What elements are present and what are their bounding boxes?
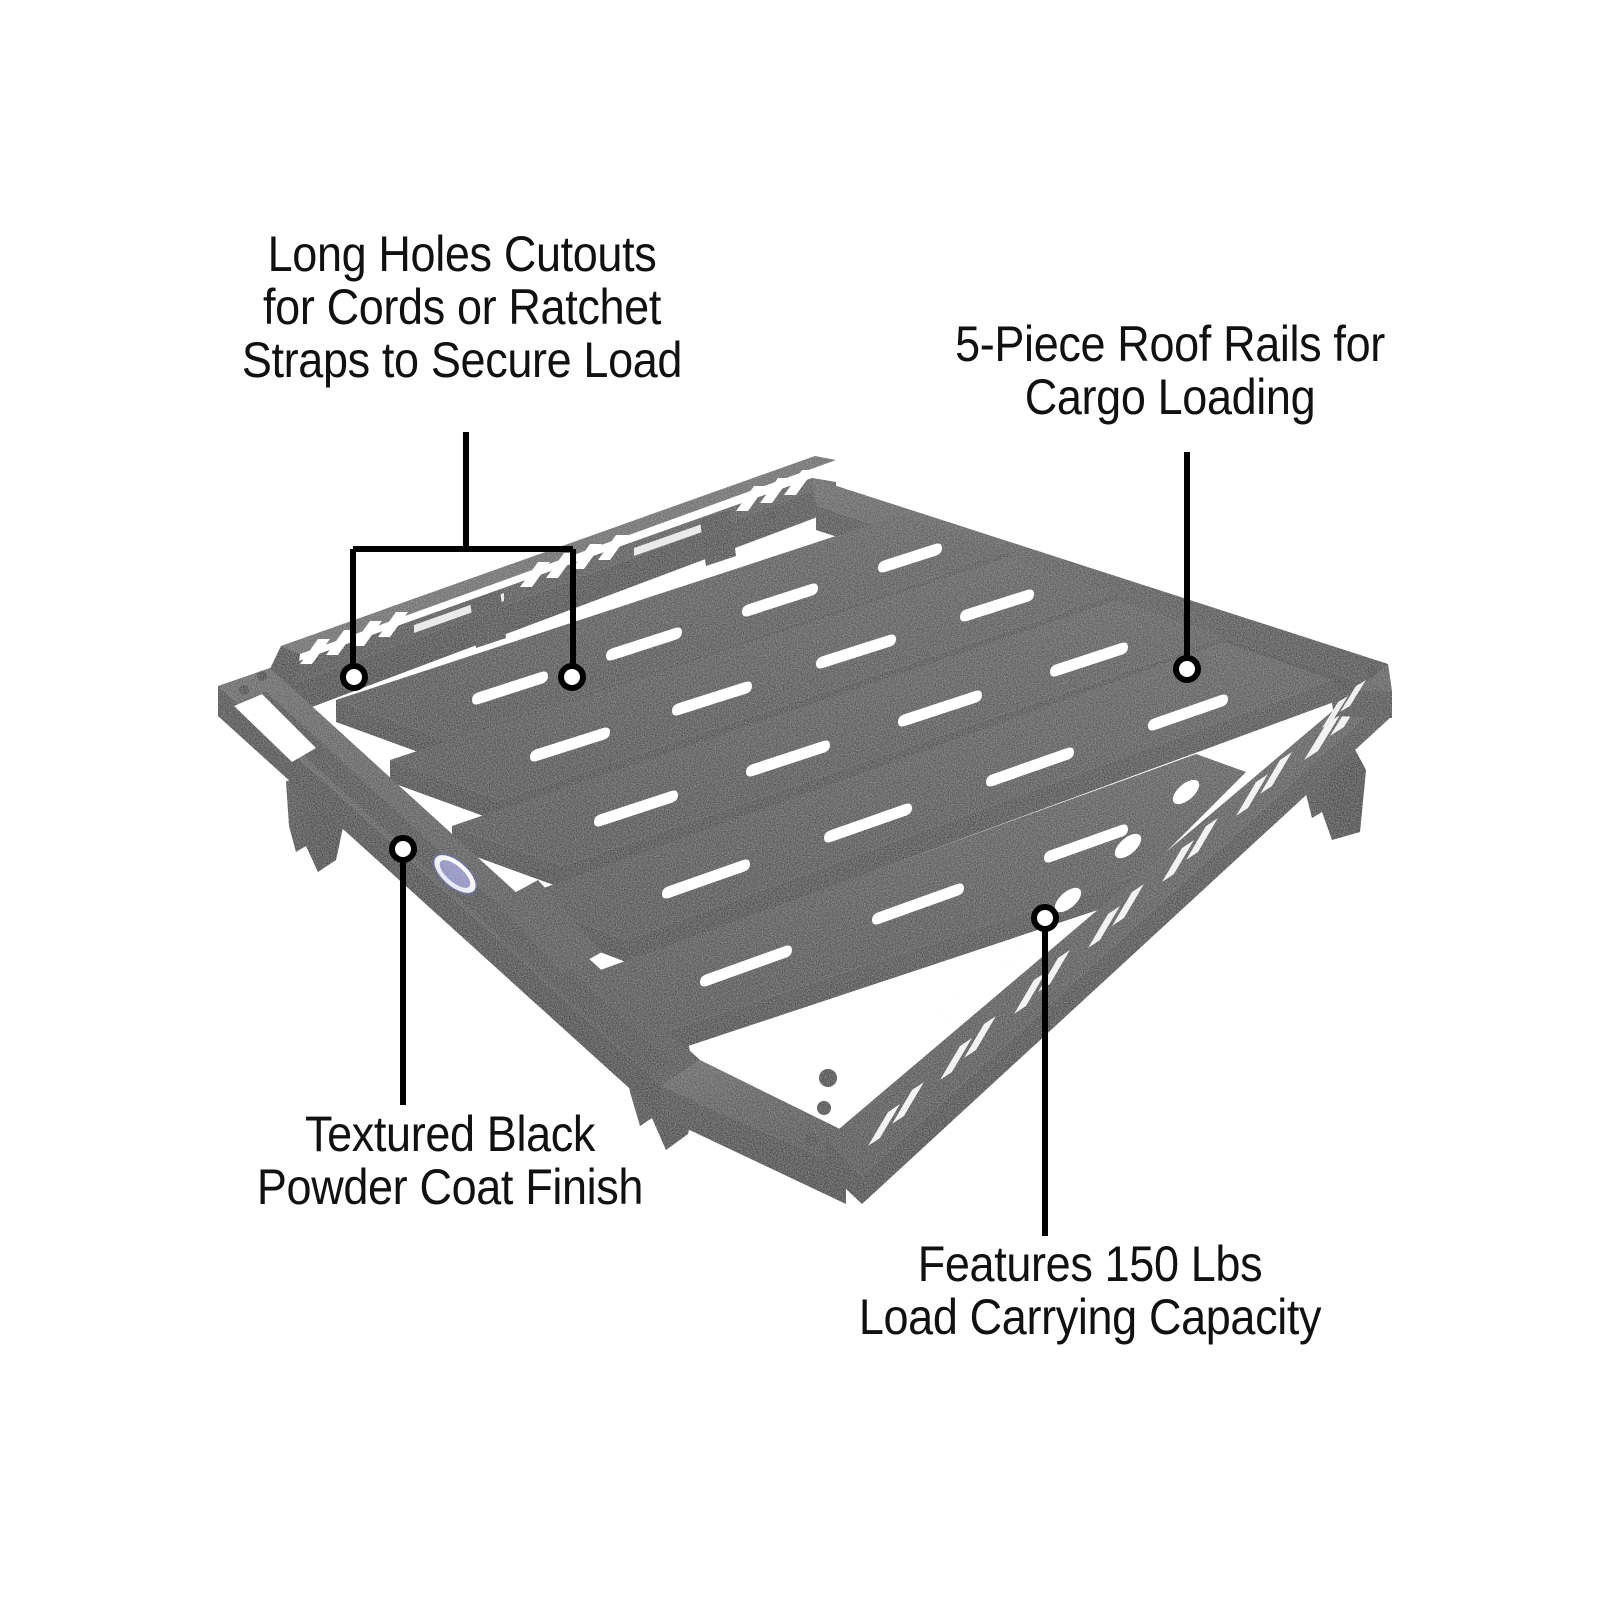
leader-long-holes — [340, 432, 586, 691]
frame-left-side-rail — [218, 668, 700, 1116]
brand-badge — [432, 853, 478, 895]
callout-marker-capacity — [1031, 904, 1059, 932]
callout-label-textured: Textured Black Powder Coat Finish — [256, 1106, 644, 1215]
callout-marker-long-holes-a — [340, 663, 368, 691]
callout-label-long-holes: Long Holes Cutouts for Cords or Ratchet … — [241, 226, 683, 388]
leader-roof-rails — [1173, 452, 1201, 683]
callout-label-roof-rails: 5-Piece Roof Rails for Cargo Loading — [955, 316, 1385, 425]
callout-label-capacity: Features 150 Lbs Load Carrying Capacity — [858, 1236, 1322, 1345]
leader-capacity — [1031, 904, 1059, 1236]
frame-front-cross-member — [660, 1060, 846, 1204]
leader-textured — [389, 835, 417, 1105]
callout-marker-long-holes-b — [558, 663, 586, 691]
callout-marker-roof-rails — [1173, 655, 1201, 683]
callout-marker-textured — [389, 835, 417, 863]
frame-rear-right-corner — [1322, 680, 1392, 728]
